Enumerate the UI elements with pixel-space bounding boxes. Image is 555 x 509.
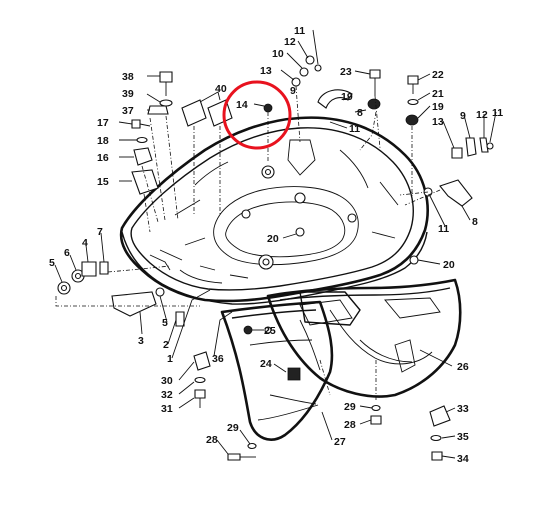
callout-labels: 38 39 37 17 18 16 15 40 14 13 10 12 11 9… [49,25,503,465]
callout-12-right: 12 [476,109,488,121]
callout-13-right: 13 [432,116,444,128]
callout-33: 33 [457,403,469,415]
callout-24: 24 [260,358,272,370]
callout-11-low: 11 [438,223,449,235]
callout-9-top: 9 [290,85,296,97]
callout-19-right: 19 [432,101,444,113]
callout-9-right: 9 [460,110,466,122]
callout-22: 22 [432,69,444,81]
callout-5-left: 5 [49,257,55,269]
callout-28-right: 28 [344,419,356,431]
callout-11-right: 11 [492,107,503,119]
callout-13-top: 13 [260,65,272,77]
callout-21: 21 [432,88,444,100]
callout-17: 17 [97,117,109,129]
callout-30: 30 [161,375,173,387]
callout-28-left: 28 [206,434,218,446]
callout-25: 25 [264,325,276,337]
callout-16: 16 [97,152,109,164]
callout-10: 10 [272,48,284,60]
callout-20-center: 20 [267,233,279,245]
callout-26: 26 [457,361,469,373]
callout-11-top: 11 [294,25,305,37]
callout-32: 32 [161,389,173,401]
callout-27: 27 [334,436,346,448]
callout-4: 4 [82,237,88,249]
highlight-circle [222,80,292,150]
callout-14: 14 [236,99,248,111]
callout-12-top: 12 [284,36,296,48]
top-cowling [119,116,429,305]
callout-8-top: 8 [357,107,363,119]
callout-23: 23 [340,66,352,78]
callout-18: 18 [97,135,109,147]
leader-lines [54,29,497,459]
callout-2: 2 [163,339,169,351]
callout-19-top: 19 [341,91,353,103]
callout-37: 37 [122,105,134,117]
callout-8-right: 8 [472,216,478,228]
callout-31: 31 [161,403,173,415]
callout-34: 34 [457,453,469,465]
bottom-cowling-front [220,291,361,441]
callout-5-low: 5 [162,317,168,329]
callout-39: 39 [122,88,134,100]
callout-35: 35 [457,431,469,443]
callout-29-left: 29 [227,422,239,434]
callout-20-right: 20 [443,259,455,271]
callout-36: 36 [212,353,224,365]
callout-40: 40 [215,83,227,95]
callout-1: 1 [167,353,173,365]
small-parts [57,55,494,461]
callout-7: 7 [97,226,103,238]
bottom-cowling-rear [266,278,462,398]
callout-15: 15 [97,176,109,188]
callout-6: 6 [64,247,70,259]
callout-38: 38 [122,71,134,83]
callout-11-mid: 11 [349,123,360,135]
callout-3: 3 [138,335,144,347]
callout-29-right: 29 [344,401,356,413]
